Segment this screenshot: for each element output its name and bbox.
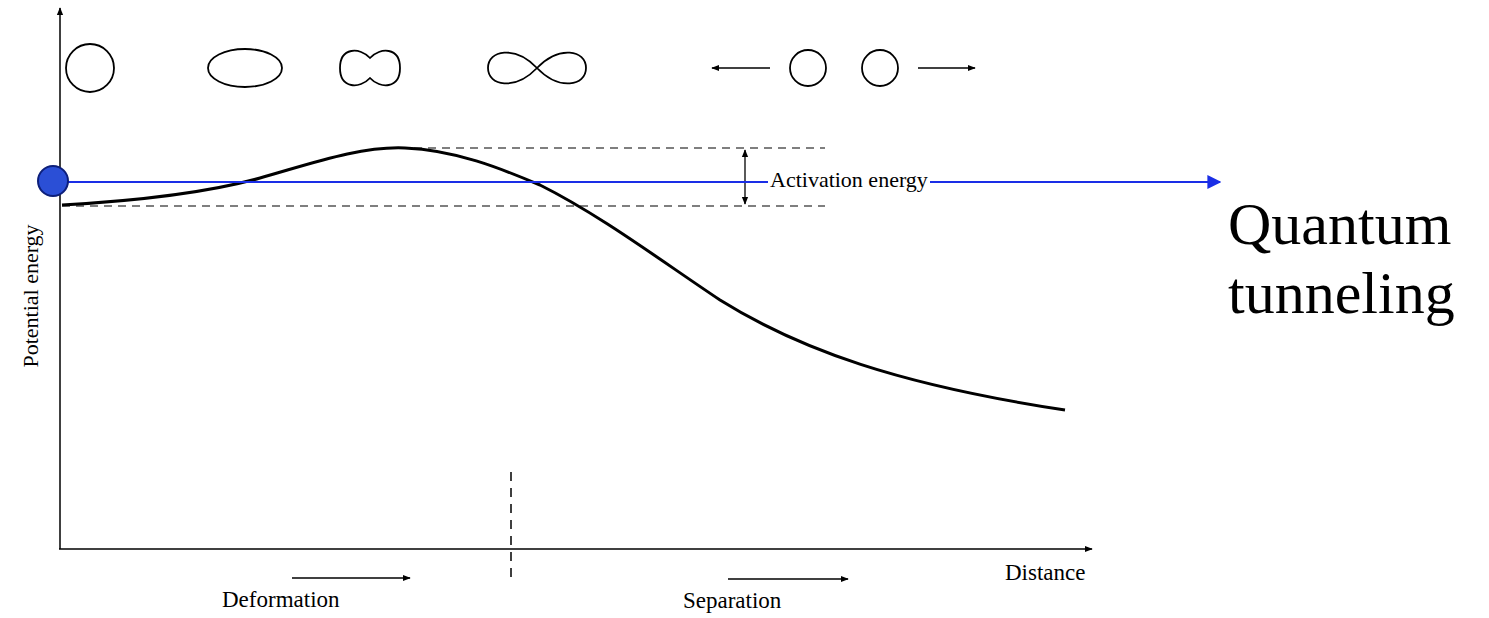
particle: [38, 166, 68, 196]
deformation-arrow: [292, 577, 410, 579]
necked-nucleus: [340, 51, 400, 86]
barrier-top-guide: [400, 147, 825, 148]
x-axis: [59, 548, 1092, 550]
scission-nucleus: [488, 53, 586, 84]
callout-title: Quantum tunneling: [1228, 190, 1480, 328]
phase-divider: [510, 472, 512, 582]
potential-curve: [62, 148, 1065, 410]
fragment-nucleus: [862, 50, 898, 86]
activation-arrow: [744, 150, 745, 204]
fragment-arrow-right: [918, 67, 975, 69]
separation-arrow: [728, 578, 848, 580]
axis-title: Potential energy: [18, 224, 43, 367]
y-axis: [59, 8, 61, 549]
tunneling-path: [40, 181, 1220, 183]
elongated-nucleus: [208, 49, 282, 87]
ground-level-guide: [62, 205, 825, 206]
fragment-nucleus: [790, 50, 826, 86]
spherical-nucleus: [66, 44, 114, 92]
axis-title: Distance: [1005, 560, 1085, 586]
phase-label: Separation: [683, 588, 781, 614]
annotation: Activation energy: [768, 167, 930, 192]
fragment-arrow-left: [712, 67, 770, 69]
phase-label: Deformation: [222, 587, 340, 613]
